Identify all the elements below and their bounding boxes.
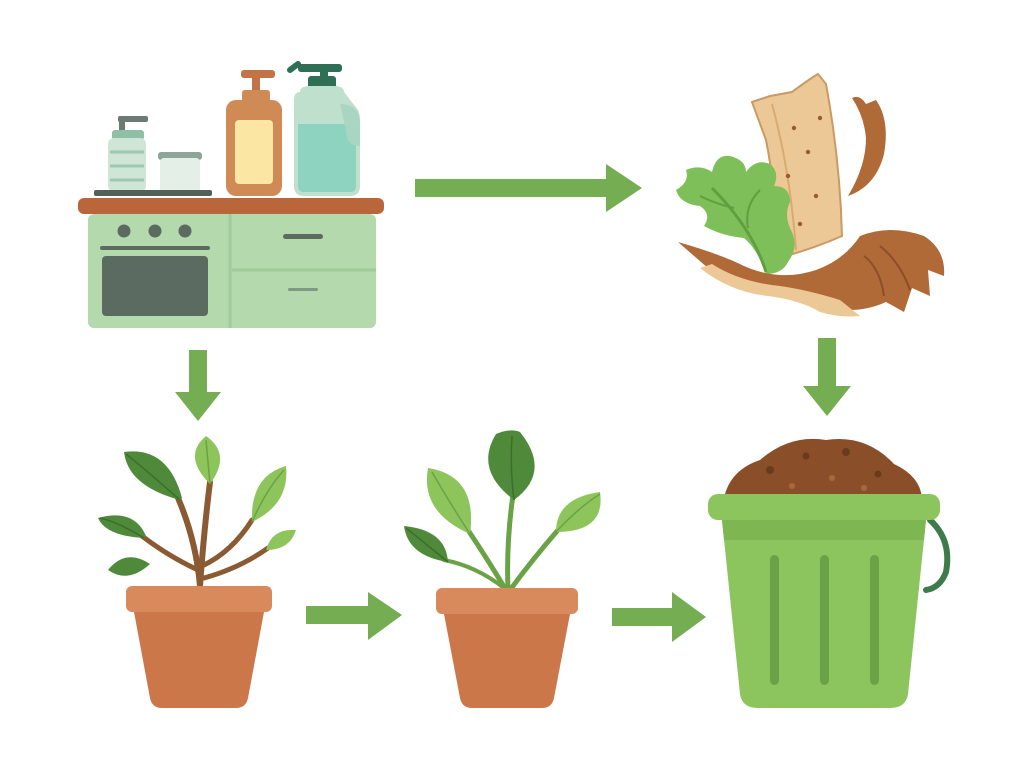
compost-bin-icon — [708, 438, 951, 708]
arrow-scraps-to-bin — [803, 338, 851, 416]
young-plant-pot-icon — [98, 436, 296, 708]
arrow-kitchen-to-plant — [175, 350, 221, 421]
arrow-plant-to-plant — [306, 592, 402, 640]
food-scraps-icon — [676, 72, 945, 317]
arrow-kitchen-to-scraps — [415, 164, 642, 212]
grown-plant-pot-icon — [404, 430, 601, 708]
kitchen-counter-icon — [78, 61, 384, 328]
arrow-plant-to-bin — [612, 592, 706, 642]
